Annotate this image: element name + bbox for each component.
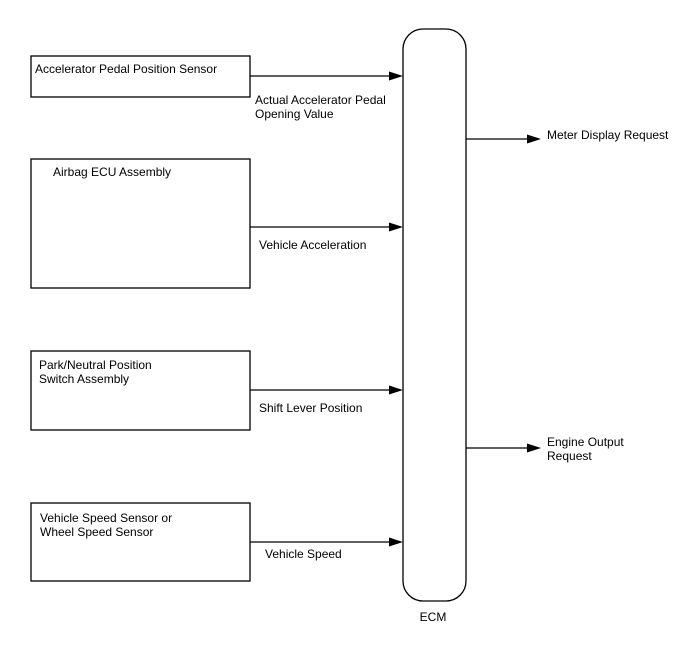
input-park-neutral-switch: Park/Neutral Position Switch Assembly — [30, 350, 251, 431]
ecm-box — [402, 28, 467, 602]
input-vehicle-speed-sensor: Vehicle Speed Sensor or Wheel Speed Sens… — [30, 502, 251, 582]
ecm-block: ECM — [402, 28, 467, 624]
signal-label-accelerator-line1: Actual Accelerator Pedal — [255, 93, 386, 107]
input-airbag-ecu: Airbag ECU Assembly — [30, 158, 251, 289]
output-meter-display-request: Meter Display Request — [466, 128, 669, 144]
vehicle-speed-sensor-label-line1: Vehicle Speed Sensor or — [40, 511, 172, 525]
vehicle-speed-sensor-label-line2: Wheel Speed Sensor — [40, 525, 153, 539]
airbag-ecu-label: Airbag ECU Assembly — [53, 165, 171, 179]
signal-vehicle-acceleration: Vehicle Acceleration — [250, 222, 403, 252]
signal-label-accelerator-line2: Opening Value — [255, 107, 334, 121]
park-neutral-switch-label-line1: Park/Neutral Position — [39, 358, 152, 372]
vehicle-speed-sensor-box — [30, 502, 251, 582]
signal-label-acceleration: Vehicle Acceleration — [259, 238, 366, 252]
arrowhead-shift-lever — [389, 385, 403, 395]
airbag-ecu-box — [30, 158, 251, 289]
accelerator-pedal-sensor-box — [30, 55, 251, 98]
arrowhead-acceleration — [389, 222, 403, 232]
output-engine-output-request: Engine Output Request — [466, 435, 624, 463]
arrowhead-accelerator — [389, 71, 403, 81]
output-label-engine-output-line1: Engine Output — [547, 435, 624, 449]
park-neutral-switch-label-line2: Switch Assembly — [39, 372, 129, 386]
output-label-engine-output-line2: Request — [547, 449, 592, 463]
signal-shift-lever-position: Shift Lever Position — [250, 385, 403, 415]
signal-label-vehicle-speed: Vehicle Speed — [265, 547, 342, 561]
output-label-meter-display: Meter Display Request — [547, 128, 669, 142]
signal-vehicle-speed: Vehicle Speed — [250, 537, 403, 561]
arrowhead-engine-output — [527, 443, 541, 453]
input-accelerator-pedal-sensor: Accelerator Pedal Position Sensor — [30, 55, 251, 98]
ecm-label: ECM — [420, 610, 447, 624]
park-neutral-switch-box — [30, 350, 251, 431]
arrowhead-meter-display — [527, 134, 541, 144]
arrowhead-vehicle-speed — [389, 537, 403, 547]
signal-actual-accelerator-opening: Actual Accelerator Pedal Opening Value — [250, 71, 403, 121]
accelerator-pedal-sensor-label: Accelerator Pedal Position Sensor — [35, 62, 217, 76]
signal-label-shift-lever: Shift Lever Position — [259, 401, 362, 415]
